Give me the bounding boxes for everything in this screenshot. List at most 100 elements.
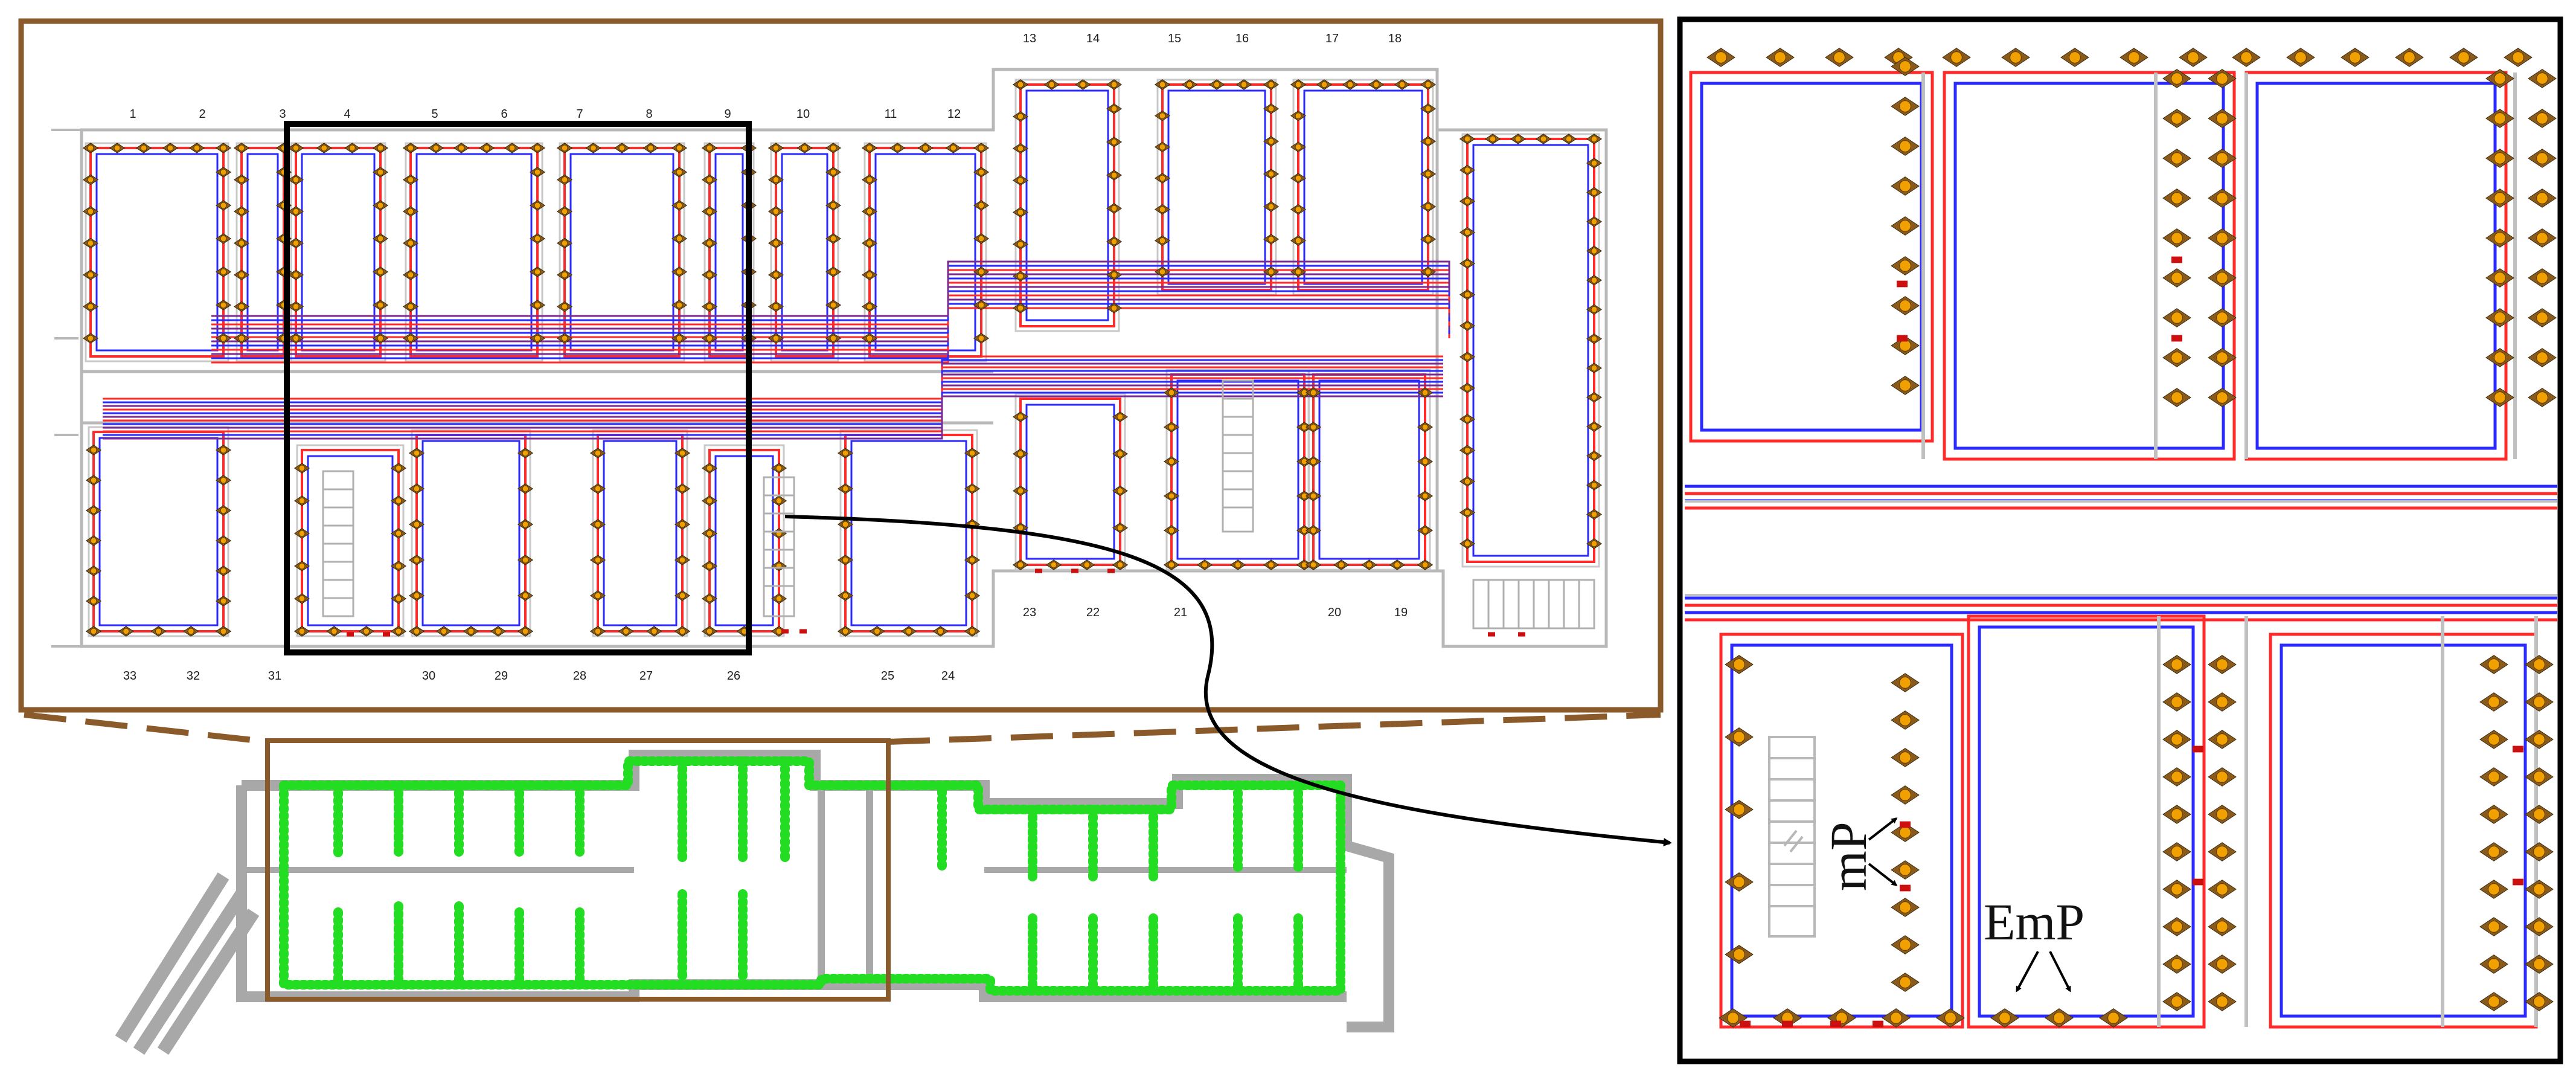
detector-icon xyxy=(517,555,534,565)
detector-icon xyxy=(390,495,407,506)
detector-icon xyxy=(861,301,878,312)
detector-icon xyxy=(1891,176,1920,196)
detector-icon xyxy=(215,300,232,311)
detector-icon xyxy=(825,200,842,211)
detector-icon xyxy=(2179,48,2208,67)
detector-icon xyxy=(85,505,102,516)
detector-icon xyxy=(529,143,546,153)
detector-icon xyxy=(1535,134,1552,144)
detector-icon xyxy=(233,237,250,249)
zoom-room-blue xyxy=(1978,625,2195,1018)
detector-icon xyxy=(825,167,842,178)
room-number: 17 xyxy=(1325,32,1339,45)
detector-icon xyxy=(2162,149,2191,168)
detector-icon xyxy=(2525,992,2554,1011)
detector-icon xyxy=(1012,207,1029,218)
emergency-marker-icon xyxy=(781,629,789,634)
detector-icon xyxy=(2485,308,2514,327)
detector-icon xyxy=(233,143,250,153)
detector-icon xyxy=(1012,175,1029,186)
detector-icon xyxy=(1586,245,1603,257)
detector-icon xyxy=(973,300,990,311)
detector-icon xyxy=(2162,109,2191,128)
detector-icon xyxy=(2208,188,2237,208)
detector-icon xyxy=(2162,805,2191,824)
detector-icon xyxy=(82,143,99,153)
detector-icon xyxy=(1012,303,1029,314)
detector-icon xyxy=(1333,559,1350,570)
room-number: 6 xyxy=(501,108,507,121)
detector-icon xyxy=(1882,1008,1911,1028)
zoom-room-blue xyxy=(1953,82,2225,450)
detector-icon xyxy=(585,143,601,153)
room-number: 33 xyxy=(123,669,136,683)
emergency-marker-icon xyxy=(1107,568,1115,573)
detector-icon xyxy=(2208,692,2237,712)
room-wall xyxy=(1014,393,1126,571)
room-number: 32 xyxy=(187,669,200,683)
detector-icon xyxy=(215,143,232,153)
detector-icon xyxy=(1368,79,1385,90)
detector-icon xyxy=(2208,388,2237,407)
detector-icon xyxy=(1163,491,1180,501)
detector-icon xyxy=(233,206,250,217)
room-red-loop xyxy=(1019,398,1121,566)
emergency-marker-icon xyxy=(2193,745,2203,753)
detector-icon xyxy=(2208,880,2237,899)
room-number: 5 xyxy=(431,108,438,121)
detector-icon xyxy=(1560,134,1577,144)
detector-icon xyxy=(674,448,691,459)
detector-icon xyxy=(646,626,662,637)
detector-icon xyxy=(1459,445,1476,456)
detector-icon xyxy=(233,174,250,185)
detector-icon xyxy=(556,301,573,312)
detector-icon xyxy=(1163,387,1180,398)
detector-icon xyxy=(2528,388,2557,407)
detector-icon xyxy=(1417,559,1434,570)
detector-icon xyxy=(1263,169,1280,179)
detector-icon xyxy=(1043,79,1060,90)
detector-icon xyxy=(1290,141,1307,153)
detector-icon xyxy=(2099,1008,2128,1028)
detector-icon xyxy=(1154,141,1171,153)
detector-icon xyxy=(358,626,374,637)
detector-icon xyxy=(428,143,444,153)
detector-icon xyxy=(215,535,232,546)
emergency-marker-icon xyxy=(1740,1020,1751,1028)
detector-icon xyxy=(2162,655,2191,674)
emergency-marker-icon xyxy=(1830,1020,1841,1028)
detector-icon xyxy=(767,237,784,249)
room-number: 1 xyxy=(129,108,136,121)
detector-icon xyxy=(402,206,419,217)
detector-icon xyxy=(2208,149,2237,168)
detector-icon xyxy=(973,143,990,153)
detector-icon xyxy=(150,626,167,637)
detector-icon xyxy=(837,448,854,459)
detector-icon xyxy=(85,626,102,637)
detector-icon xyxy=(973,200,990,211)
detector-icon xyxy=(1586,275,1603,286)
zoom-room-red xyxy=(1689,71,1934,443)
green-sensor-path xyxy=(333,901,585,990)
detector-icon xyxy=(837,519,854,530)
detector-icon xyxy=(701,593,718,604)
stair-icon xyxy=(322,379,1595,629)
detector-icon xyxy=(932,626,949,637)
detector-icon xyxy=(85,445,102,455)
detector-icon xyxy=(1586,158,1603,169)
detector-icon xyxy=(2208,69,2237,88)
detector-icon xyxy=(1586,391,1603,403)
detector-icon xyxy=(2208,767,2237,787)
detector-icon xyxy=(1263,79,1280,90)
emp-arrow-right xyxy=(2049,951,2071,993)
detector-icon xyxy=(2119,48,2148,67)
detector-icon xyxy=(1420,169,1437,179)
detector-icon xyxy=(1154,204,1171,215)
detector-icon xyxy=(2208,348,2237,367)
detector-icon xyxy=(1163,525,1180,536)
detector-icon xyxy=(1316,79,1333,90)
room-number: 21 xyxy=(1174,606,1187,619)
detector-icon xyxy=(287,174,304,185)
detector-icon xyxy=(671,266,688,277)
